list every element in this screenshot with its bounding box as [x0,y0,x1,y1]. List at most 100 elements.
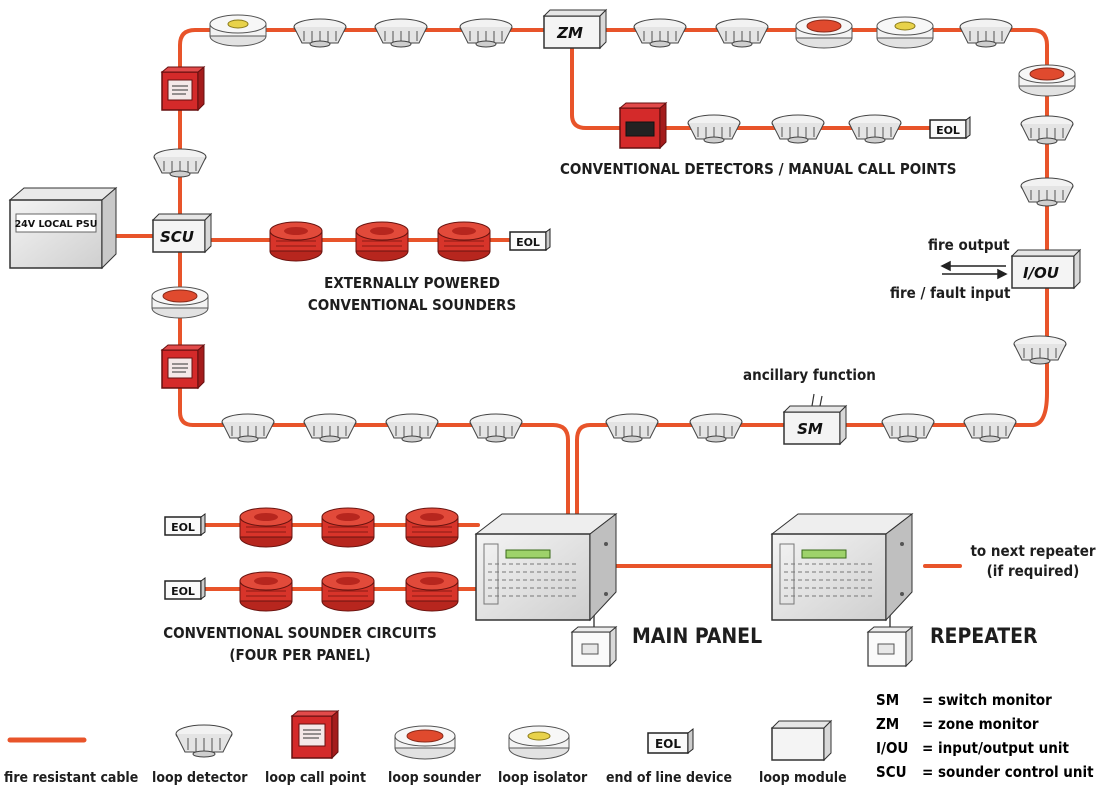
io-arrows [940,260,1008,280]
legend-module-icon [770,719,833,762]
loop-detector-top-6 [959,18,1013,48]
abbreviation-term: SCU [876,763,907,781]
next-repeater-line-1: to next repeater [970,542,1096,560]
sm-label: SM [797,420,823,438]
conventional-sounder-c1-3 [405,507,459,548]
legend-eol-text: EOL [655,737,681,751]
ancillary-function-label: ancillary function [743,366,876,384]
cable-network [110,28,1049,591]
eol-label-circuit-2: EOL [171,585,195,598]
main-panel-unit [474,512,618,622]
zone-monitor-module: ZM [542,8,608,50]
legend-detector-label: loop detector [152,770,248,786]
fire-fault-input-label: fire / fault input [890,284,1011,302]
conventional-sounder-c1-1 [239,507,293,548]
conventional-detector-1 [687,114,741,144]
conventional-sounder-c2-1 [239,571,293,612]
legend-sounder-label: loop sounder [388,770,481,786]
conventional-circuits-line-2: (FOUR PER PANEL) [229,646,371,664]
loop-detector-right-2 [1020,177,1074,207]
eol-label-zm: EOL [936,124,960,137]
fire-output-label: fire output [928,236,1010,254]
abbreviation-row: ZM= zone monitor [876,714,1094,738]
repeater-keyswitch [866,625,914,668]
zm-label: ZM [556,24,583,42]
abbreviation-meaning: switch monitor [938,691,1052,709]
loop-isolator-top-right [876,16,934,49]
psu-label: 24V LOCAL PSU [15,219,98,230]
abbreviation-meaning: sounder control unit [938,763,1094,781]
eol-device-scu: EOL [509,228,551,251]
abbreviation-term: SM [876,691,900,709]
equals-sign: = [922,763,939,781]
equals-sign: = [922,739,939,757]
loop-detector-top-5 [715,18,769,48]
legend-callpoint-label: loop call point [265,770,366,786]
eol-device-circuit-2: EOL [164,577,206,600]
conventional-circuits-heading: CONVENTIONAL SOUNDER CIRCUITS (FOUR PER … [160,622,440,666]
input-output-unit-module: I/OU [1010,248,1082,290]
conventional-sounder-c1-2 [321,507,375,548]
loop-detector-bottom-4 [469,413,523,443]
conventional-call-point [618,101,668,150]
loop-detector-left-1 [153,148,207,178]
next-repeater-line-2: (if required) [986,562,1080,580]
legend-isolator-label: loop isolator [498,770,588,786]
main-panel-keyswitch [570,625,618,668]
loop-detector-right-3 [1013,335,1067,365]
abbreviation-meaning: zone monitor [938,715,1039,733]
loop-detector-bottom-5 [605,413,659,443]
loop-detector-top-4 [633,18,687,48]
legend-isolator-icon [508,725,570,760]
eol-label-circuit-1: EOL [171,521,195,534]
abbreviation-row: I/OU = input/output unit [876,738,1094,762]
repeater-label: REPEATER [930,624,1038,648]
conventional-sounder-c2-2 [321,571,375,612]
conventional-detectors-heading: CONVENTIONAL DETECTORS / MANUAL CALL POI… [560,160,957,178]
loop-detector-right-1 [1020,115,1074,145]
main-panel-label: MAIN PANEL [632,624,763,648]
loop-call-point-left-2 [160,343,206,390]
external-sounders-line-1: EXTERNALLY POWERED [324,274,500,292]
iou-label: I/OU [1023,264,1059,282]
repeater-unit [770,512,914,622]
loop-detector-bottom-3 [385,413,439,443]
loop-isolator [209,14,267,47]
next-repeater-note: to next repeater (if required) [958,542,1108,580]
abbreviation-term: ZM [876,715,900,733]
abbreviation-row: SCU = sounder control unit [876,762,1094,786]
eol-device-zm: EOL [929,116,971,139]
loop-detector-bottom-6 [689,413,743,443]
external-sounders-line-2: CONVENTIONAL SOUNDERS [307,296,517,314]
conventional-circuits-line-1: CONVENTIONAL SOUNDER CIRCUITS [163,624,437,642]
conventional-detector-3 [848,114,902,144]
external-sounders-heading: EXTERNALLY POWERED CONVENTIONAL SOUNDERS [282,272,542,316]
conventional-sounder-c2-3 [405,571,459,612]
loop-detector-top-2 [374,18,428,48]
conventional-sounder-ext-3 [437,221,491,262]
abbreviation-key: SM= switch monitor ZM= zone monitor I/OU… [876,690,1094,786]
abbreviation-row: SM = switch monitor [876,690,1094,714]
eol-label-scu: EOL [516,236,540,249]
legend-detector-icon [175,724,233,758]
abbreviation-meaning: input/output unit [938,739,1069,757]
loop-sounder-top [795,16,853,49]
legend-eol-icon: EOL [647,727,694,755]
loop-detector-bottom-8 [963,413,1017,443]
legend-eol-label: end of line device [606,770,733,786]
local-psu-box: 24V LOCAL PSU [8,186,118,270]
loop-detector-bottom-1 [221,413,275,443]
equals-sign: = [922,691,939,709]
loop-detector-bottom-7 [881,413,935,443]
conventional-detector-2 [771,114,825,144]
loop-call-point-left-1 [160,65,206,112]
switch-monitor-module: SM [782,393,848,446]
abbreviation-term: I/OU [876,739,909,757]
conventional-sounder-ext-2 [355,221,409,262]
sounder-control-unit-module: SCU [151,212,213,254]
conventional-sounder-ext-1 [269,221,323,262]
legend-module-label: loop module [759,770,847,786]
loop-sounder-right [1018,64,1076,97]
